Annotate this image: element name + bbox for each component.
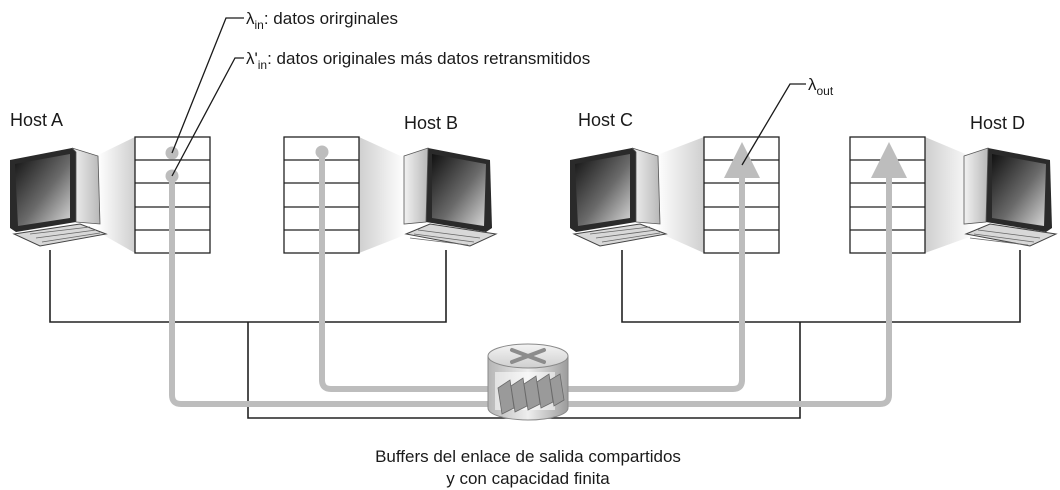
computer-icon-host-c — [570, 147, 668, 247]
caption-line-2: y con capacidad finita — [446, 469, 610, 488]
host-b-label: Host B — [404, 113, 458, 133]
computer-icon-host-b — [403, 147, 498, 247]
beam-host-b — [359, 137, 405, 253]
host-c-label: Host C — [578, 110, 633, 130]
legend-lambda-out: λout — [808, 75, 834, 98]
beam-host-d — [925, 137, 975, 253]
beam-host-a — [98, 137, 135, 253]
callout-line-lambda-in — [171, 17, 244, 154]
callout-line-lambda-in-prime — [171, 57, 244, 177]
caption-line-1: Buffers del enlace de salida compartidos — [375, 447, 681, 466]
router-icon — [487, 343, 569, 421]
legend-lambda-in: λin: datos orirginales — [246, 9, 398, 32]
legend-lambda-in-prime: λ'in: datos originales más datos retrans… — [246, 49, 590, 72]
callout-line-lambda-out — [741, 83, 806, 166]
computer-icon-host-d — [963, 147, 1058, 247]
packet-dot-b — [315, 145, 329, 159]
computer-icon-host-a — [10, 147, 108, 247]
host-d-label: Host D — [970, 113, 1025, 133]
host-a-label: Host A — [10, 110, 63, 130]
beam-host-c — [657, 137, 704, 253]
